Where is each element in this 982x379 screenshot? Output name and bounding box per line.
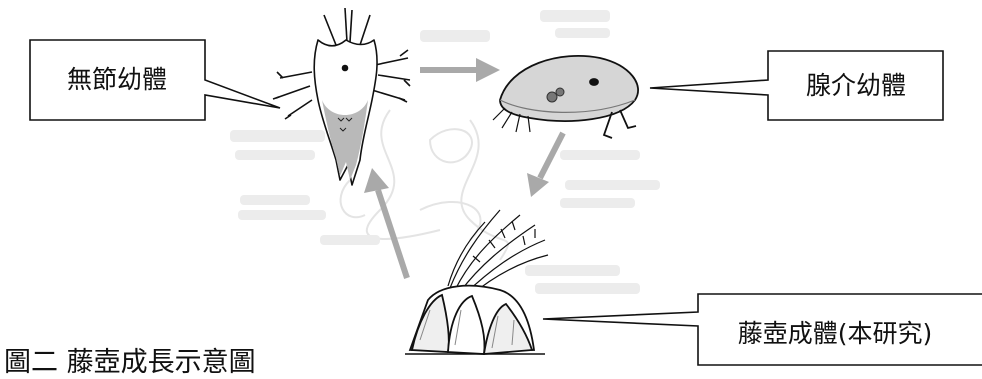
arrow-adult-to-nauplius: [364, 168, 407, 278]
adult-label: 藤壺成體(本研究): [738, 319, 933, 348]
figure-caption: 圖二 藤壺成長示意圖: [4, 340, 256, 379]
arrow-nauplius-to-cyprid: [420, 58, 500, 82]
cyprid-label: 腺介幼體: [806, 71, 906, 100]
cyprid-larva-illustration: [493, 56, 638, 138]
callout-nauplius: 無節幼體: [30, 40, 280, 120]
callout-cyprid: 腺介幼體: [650, 51, 943, 120]
nauplius-label: 無節幼體: [67, 65, 167, 94]
arrow-cyprid-to-adult: [527, 133, 563, 197]
background-smudges: [230, 10, 660, 294]
callout-adult: 藤壺成體(本研究): [543, 294, 982, 365]
adult-barnacle-illustration: [405, 210, 548, 354]
